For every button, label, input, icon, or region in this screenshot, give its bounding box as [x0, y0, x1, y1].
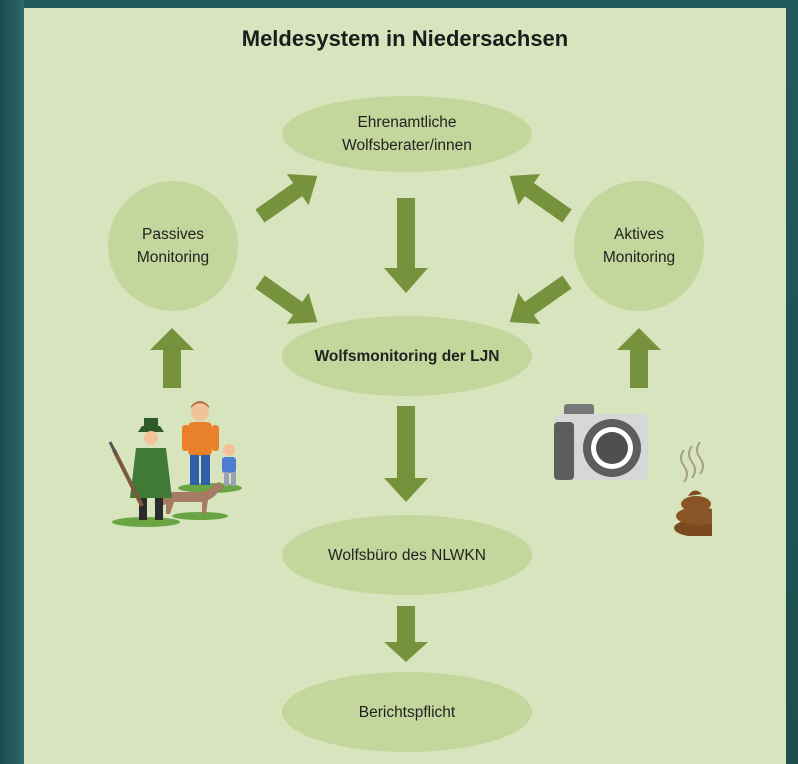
diagram-panel: Meldesystem in Niedersachsen [24, 8, 786, 764]
node-nlwkn-office: Wolfsbüro des NLWKN [282, 515, 532, 595]
node-nlwkn-label: Wolfsbüro des NLWKN [328, 546, 486, 564]
node-volunteers: Ehrenamtliche Wolfsberater/innen [282, 96, 532, 172]
arrow-people-to-passive [150, 328, 194, 388]
node-report-label: Berichtspflicht [358, 703, 456, 721]
node-active-line2: Monitoring [602, 249, 676, 266]
arrow-volunteers-to-ljn [384, 198, 428, 293]
slide-edge-strip [0, 0, 24, 764]
arrow-nlwkn-to-report [384, 606, 428, 662]
node-active-monitoring: Aktives Monitoring [574, 181, 704, 311]
node-ljn-label: Wolfsmonitoring der LJN [314, 347, 500, 365]
node-active-line1: Aktives [614, 226, 664, 243]
camera-droppings-icon [554, 404, 712, 536]
flow-arrows [150, 174, 661, 662]
node-volunteers-line1: Ehrenamtliche [357, 114, 457, 131]
arrow-active-to-ljn [509, 275, 572, 324]
diagram-title: Meldesystem in Niedersachsen [241, 26, 569, 51]
node-passive-line2: Monitoring [136, 249, 210, 266]
arrow-ljn-to-nlwkn [384, 406, 428, 502]
node-passive-line1: Passives [141, 226, 205, 243]
arrow-passive-to-volunteers [255, 174, 318, 223]
node-ljn-monitoring: Wolfsmonitoring der LJN [282, 316, 532, 396]
node-volunteers-line2: Wolfsberater/innen [342, 137, 472, 154]
hunter-family-dog-icon [108, 401, 242, 527]
arrow-passive-to-ljn [255, 275, 318, 324]
arrow-evidence-to-active [617, 328, 661, 388]
arrow-active-to-volunteers [509, 174, 572, 223]
node-reporting-duty: Berichtspflicht [282, 672, 532, 752]
node-passive-monitoring: Passives Monitoring [108, 181, 238, 311]
